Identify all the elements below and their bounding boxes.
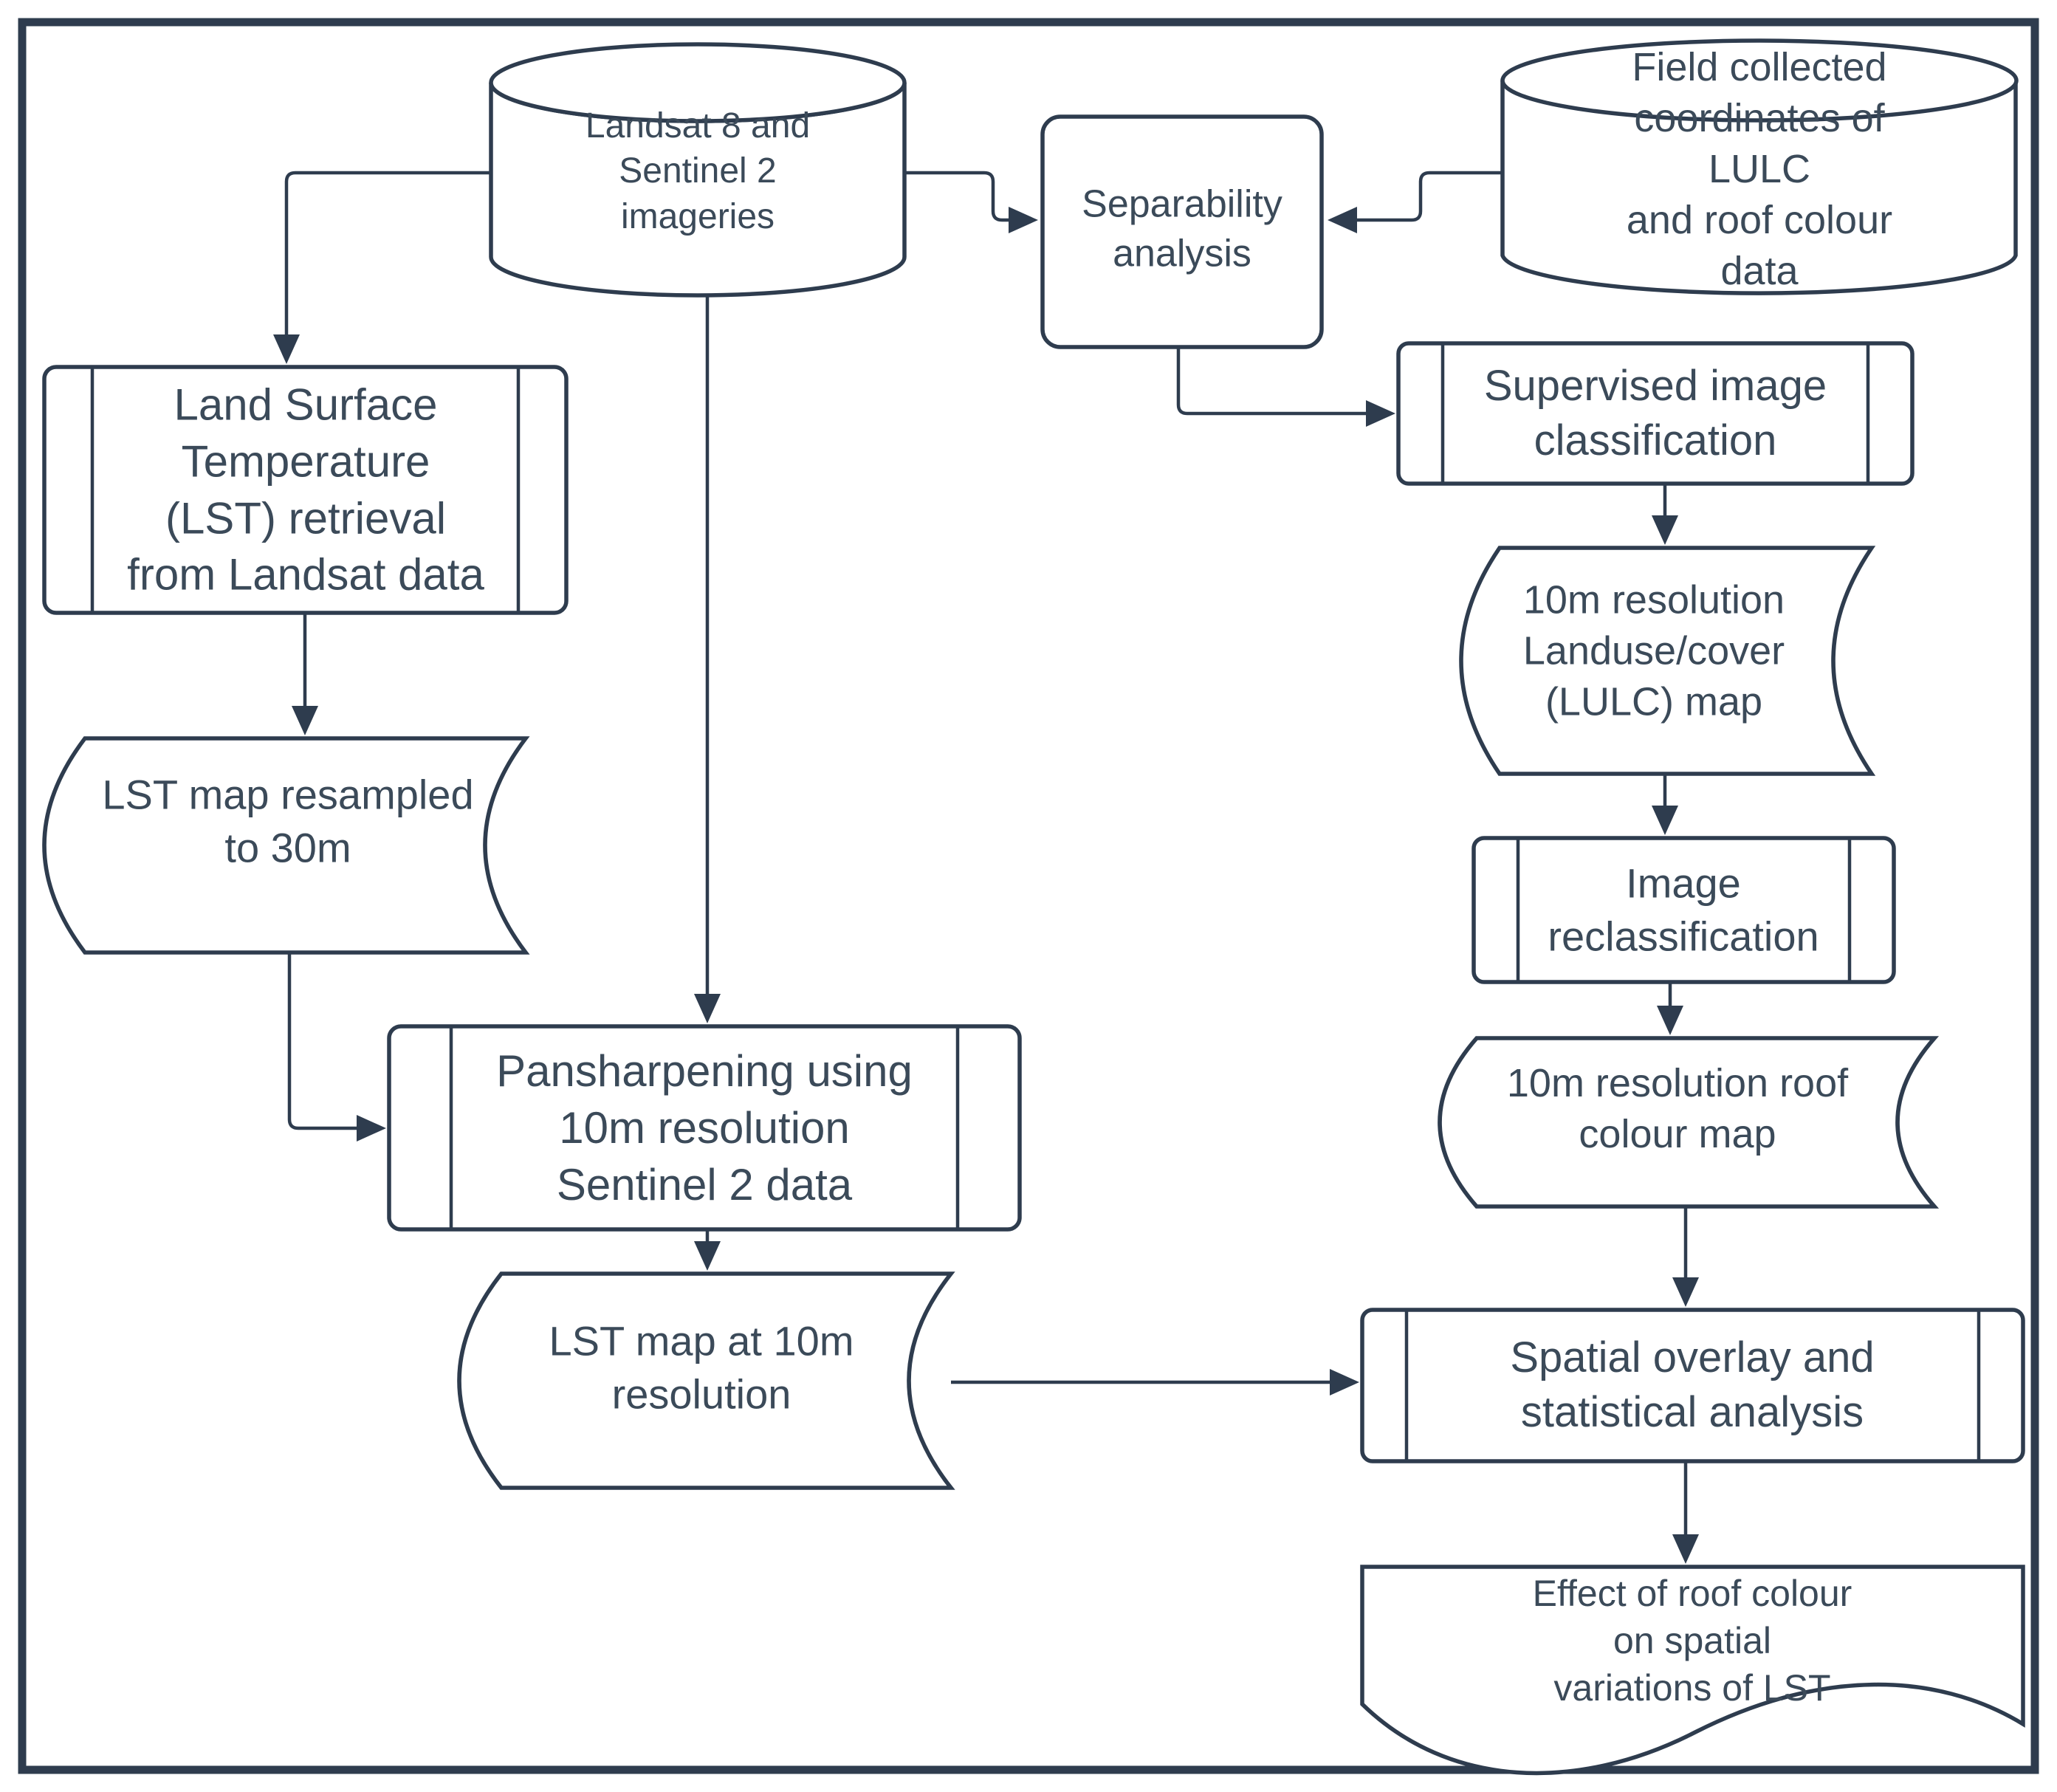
diagram-border [18,18,2039,1774]
node-lst-retrieval-shape [42,365,569,615]
edge-landsat-to-lst-retrieval [273,171,492,364]
node-spatial-overlay-shape [1360,1308,2025,1463]
node-pansharpening-shape [387,1024,1022,1232]
node-lst-map-10m-shape [457,1271,955,1490]
node-roof-colour-map-shape [1438,1036,1940,1209]
edge-lst-30m-to-pansharpening [287,952,386,1142]
node-effect-of-roof-colour-shape [1360,1565,2025,1776]
node-supervised-classification-shape [1396,341,1915,486]
node-image-reclassification-shape [1472,836,1896,984]
node-field-coordinates-shape [1500,38,2019,295]
edge-separability-to-supervised [1176,347,1395,427]
node-landsat-imageries-shape [489,42,907,298]
node-lulc-map-shape [1459,546,1876,776]
node-lst-map-30m-shape [42,736,530,955]
node-separability-analysis-shape [1040,114,1324,349]
edge-field-to-separability [1328,171,1504,233]
edge-landsat-to-separability [903,171,1038,233]
